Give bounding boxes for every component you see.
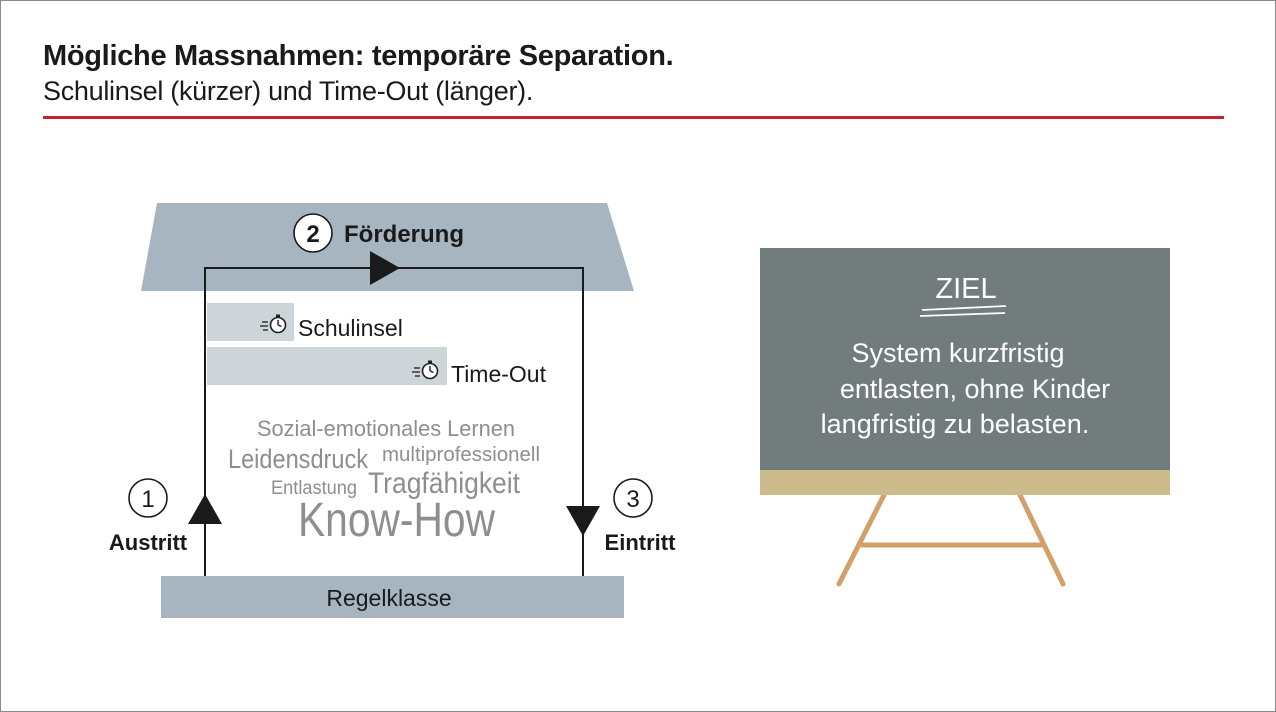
board-heading: ZIEL bbox=[935, 273, 996, 305]
easel-leg-right bbox=[1017, 492, 1066, 587]
regelklasse-panel bbox=[161, 576, 624, 618]
time-out-label: Time-Out bbox=[451, 361, 547, 387]
step-2-badge bbox=[293, 213, 333, 253]
time-out-bar bbox=[207, 347, 447, 385]
board-line-3: langfristig zu belasten. bbox=[821, 409, 1090, 439]
step-2-label: Förderung bbox=[344, 221, 464, 248]
word-entlastung: Entlastung bbox=[271, 478, 357, 499]
slide-title: Mögliche Massnahmen: temporäre Separatio… bbox=[43, 40, 674, 72]
arrow-down-icon bbox=[566, 506, 600, 536]
step-1-label: Austritt bbox=[109, 530, 188, 555]
word-multiprofessionell: multiprofessionell bbox=[382, 444, 540, 466]
step-2-number: 2 bbox=[306, 221, 319, 248]
board-line-1: System kurzfristig bbox=[851, 338, 1064, 368]
word-tragfaehigkeit: Tragfähigkeit bbox=[368, 467, 521, 500]
regelklasse-label: Regelklasse bbox=[326, 585, 451, 611]
chalkboard bbox=[760, 248, 1170, 470]
title-divider bbox=[43, 116, 1224, 119]
step-3-label: Eintritt bbox=[605, 530, 677, 555]
slide-subtitle: Schulinsel (kürzer) und Time-Out (länger… bbox=[43, 76, 534, 106]
step-1-number: 1 bbox=[141, 486, 154, 513]
arrow-up-icon bbox=[188, 494, 222, 524]
step-1-badge bbox=[128, 478, 168, 518]
board-ledge bbox=[760, 470, 1170, 495]
word-sozial-emotionales-lernen: Sozial-emotionales Lernen bbox=[257, 416, 515, 441]
heading-underline bbox=[921, 305, 1007, 311]
arrow-right-icon bbox=[370, 251, 400, 285]
word-leidensdruck: Leidensdruck bbox=[228, 444, 368, 474]
step-3-badge bbox=[613, 478, 653, 518]
step-3-number: 3 bbox=[626, 486, 639, 513]
word-know-how: Know-How bbox=[298, 494, 495, 547]
heading-underline bbox=[919, 312, 1006, 317]
schulinsel-label: Schulinsel bbox=[298, 315, 403, 341]
easel-leg-left bbox=[836, 492, 887, 587]
board-line-2: entlasten, ohne Kinder bbox=[840, 374, 1110, 404]
